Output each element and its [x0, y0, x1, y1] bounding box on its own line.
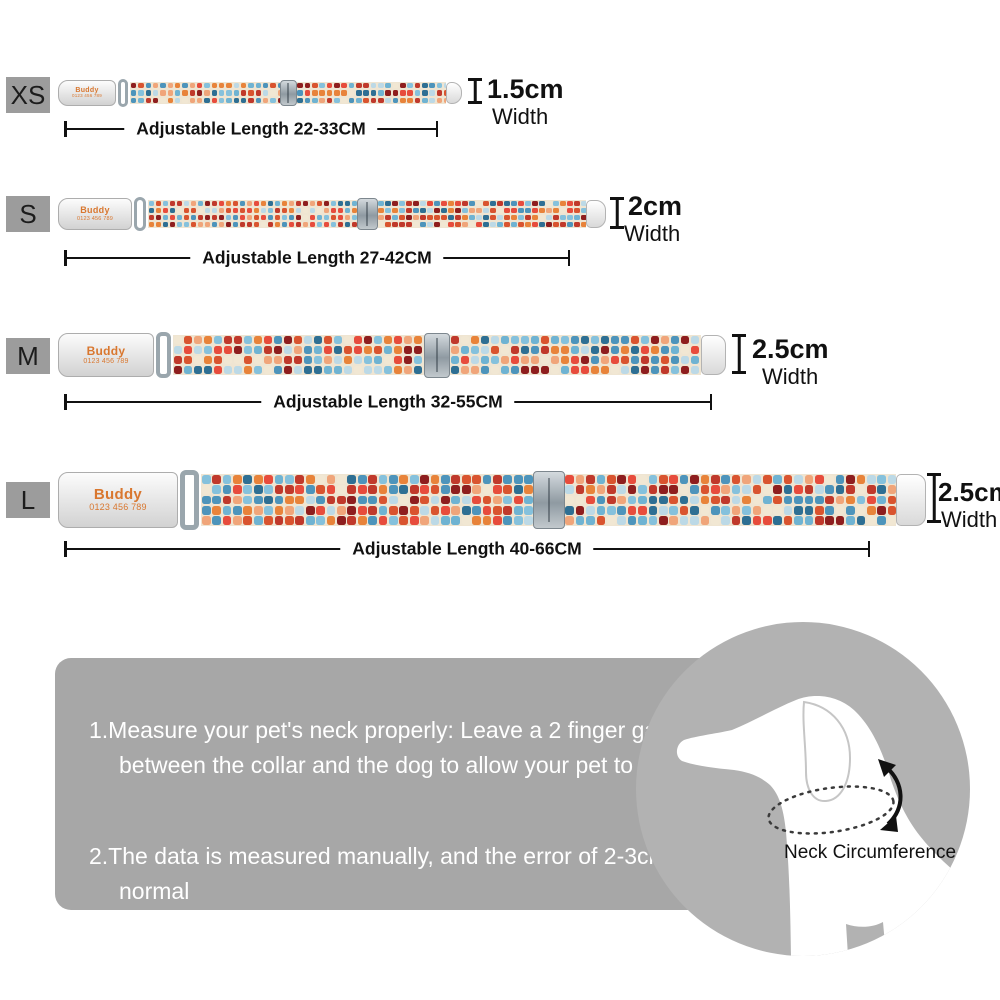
phone-engraving: 0123 456 789 [76, 215, 114, 222]
metal-slider-icon [532, 471, 565, 529]
width-label: Width [941, 507, 998, 532]
buckle-left: Buddy 0123 456 789 [58, 333, 154, 377]
measure-arrowhead-top [878, 759, 896, 777]
strap-pattern [377, 200, 586, 228]
length-bracket: Adjustable Length 22-33CM [64, 118, 438, 140]
buckle-tip [586, 200, 606, 228]
strap-pattern [201, 474, 533, 526]
length-label: Adjustable Length 27-42CM [190, 247, 444, 269]
buckle-left: Buddy 0123 456 789 [58, 472, 178, 528]
neck-circumference-label: Neck Circumference [784, 842, 957, 863]
phone-engraving: 0123 456 789 [83, 357, 129, 365]
brand-engraving: Buddy [80, 205, 110, 216]
length-label: Adjustable Length 32-55CM [261, 391, 515, 413]
buckle-tip [446, 82, 462, 104]
buckle-left: Buddy 0123 456 789 [58, 80, 116, 106]
metal-slider-icon [279, 80, 297, 106]
width-value: 2cm [628, 191, 683, 221]
brand-engraving: Buddy [86, 343, 126, 358]
width-bracket [468, 78, 482, 104]
size-label-l: L [6, 482, 50, 518]
buckle-tip [701, 335, 726, 375]
metal-slider-icon [424, 332, 450, 378]
neck-dashed-line [767, 785, 895, 835]
collar-xs: Buddy 0123 456 789 [58, 79, 462, 107]
width-bracket [610, 197, 624, 229]
neck-diagram-circle: Neck Circumference [636, 622, 970, 956]
length-bracket: Adjustable Length 27-42CM [64, 247, 570, 269]
metal-ring-icon [156, 332, 171, 378]
dog-ear [802, 700, 852, 803]
buckle-tip [896, 474, 926, 526]
length-label: Adjustable Length 40-66CM [340, 538, 594, 560]
width-bracket [732, 334, 746, 374]
collar-m: Buddy 0123 456 789 [58, 332, 726, 378]
width-label: Width [762, 364, 819, 389]
width-bracket [927, 473, 941, 523]
metal-slider-icon [356, 198, 378, 230]
strap-pattern [564, 474, 896, 526]
brand-engraving: Buddy [75, 86, 99, 94]
width-value: 1.5cm [487, 74, 564, 104]
strap-pattern [173, 335, 424, 375]
length-bracket: Adjustable Length 32-55CM [64, 391, 712, 413]
width-value: 2.5cm [938, 477, 1000, 507]
strap-pattern [296, 82, 446, 104]
metal-ring-icon [180, 470, 199, 530]
phone-engraving: 0123 456 789 [72, 93, 102, 99]
strap-pattern [450, 335, 701, 375]
dog-illustration [676, 696, 970, 956]
collar-l: Buddy 0123 456 789 [58, 470, 926, 530]
width-label: Width [492, 104, 549, 129]
note-1: 1.Measure your pet's neck properly: Leav… [89, 717, 690, 778]
width-label: Width [624, 221, 681, 246]
size-label-s: S [6, 196, 50, 232]
measure-arrowhead-bottom [880, 816, 898, 832]
collar-s: Buddy 0123 456 789 [58, 197, 606, 231]
dog-silhouette [676, 696, 970, 956]
width-value: 2.5cm [752, 334, 829, 364]
brand-engraving: Buddy [93, 485, 143, 503]
metal-ring-icon [134, 197, 146, 231]
length-bracket: Adjustable Length 40-66CM [64, 538, 870, 560]
length-label: Adjustable Length 22-33CM [124, 118, 378, 140]
strap-pattern [148, 200, 357, 228]
measurement-notes-box: 1.Measure your pet's neck properly: Leav… [55, 658, 755, 910]
size-label-xs: XS [6, 77, 50, 113]
strap-pattern [130, 82, 280, 104]
buckle-left: Buddy 0123 456 789 [58, 198, 132, 230]
size-label-m: M [6, 338, 50, 374]
phone-engraving: 0123 456 789 [89, 502, 147, 513]
metal-ring-icon [118, 79, 128, 107]
note-2: 2.The data is measured manually, and the… [89, 843, 691, 904]
